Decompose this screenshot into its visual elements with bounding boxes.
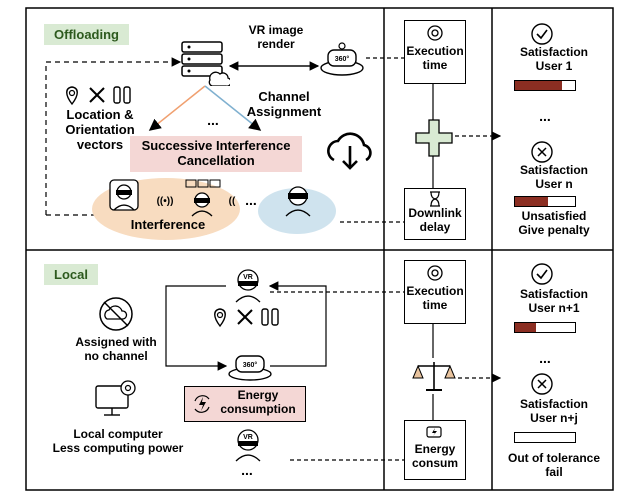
no-cloud-icon	[99, 297, 133, 331]
svg-text:VR: VR	[243, 274, 253, 281]
execution-time-label: Execution time	[406, 284, 464, 312]
energy-icon	[426, 426, 442, 438]
vr-user-icon	[185, 179, 221, 217]
satisfaction-bar-1	[514, 80, 576, 91]
offloading-tag: Offloading	[44, 24, 129, 45]
vr-user-icon: VR	[235, 429, 261, 462]
satisfaction-user-n1: Satisfaction User n+1	[519, 287, 588, 315]
plus-icon	[415, 119, 453, 157]
satisfaction-bar-n1	[514, 322, 576, 333]
check-circle-icon	[531, 23, 553, 45]
channel-assignment-label: Channel Assignment	[246, 89, 322, 119]
assigned-no-channel-label: Assigned with no channel	[75, 335, 157, 363]
unsatisfied-label: Unsatisfied Give penalty	[518, 209, 590, 237]
location-vectors-label: Location & Orientation vectors	[65, 107, 135, 152]
satisfaction-user-n: Satisfaction User n	[519, 163, 588, 191]
gear-icon	[427, 25, 443, 41]
signal-icon: ((•))	[156, 196, 174, 207]
satisfaction-user-nj: Satisfaction User n+j	[519, 397, 588, 425]
ellipsis-users: ...	[245, 192, 257, 208]
downlink-delay-label: Downlink delay	[408, 206, 462, 234]
server-icon	[181, 41, 230, 86]
ellipsis-top: ...	[207, 112, 219, 128]
check-circle-icon	[531, 263, 553, 285]
satisfaction-bar-nj	[514, 432, 576, 443]
gear-icon	[427, 265, 443, 281]
satisfaction-user-1: Satisfaction User 1	[519, 45, 588, 73]
ellipsis-right: ...	[539, 108, 551, 124]
x-circle-icon	[531, 373, 553, 395]
energy-icon	[194, 395, 210, 413]
svg-text:360°: 360°	[243, 361, 258, 369]
out-of-tolerance-label: Out of tolerance fail	[507, 451, 600, 479]
cloud-download-icon	[327, 132, 372, 170]
svg-text:VR: VR	[243, 434, 253, 441]
vr-render-label: VR image render	[248, 23, 304, 51]
energy-consumption-label: Energy consumption	[220, 388, 296, 416]
svg-text:360°: 360°	[335, 55, 350, 63]
vr-user-icon	[285, 186, 311, 217]
x-circle-icon	[531, 141, 553, 163]
ellipsis-right-local: ...	[539, 350, 551, 366]
local-tag: Local	[44, 264, 98, 285]
energy-consum-label: Energy consum	[411, 442, 458, 470]
sic-box: Successive Interference Cancellation	[130, 136, 302, 172]
computer-icon	[95, 380, 136, 416]
location-tools-icon	[66, 86, 131, 106]
interference-label: Interference	[130, 217, 206, 232]
vr-user-icon	[109, 179, 139, 211]
vr-user-icon: VR	[235, 269, 261, 303]
execution-time-label: Execution time	[406, 44, 464, 72]
local-computer-label: Local computer Less computing power	[52, 427, 184, 455]
location-tools-icon	[214, 308, 279, 328]
satisfaction-bar-n	[514, 196, 576, 207]
vr-360-icon: 360°	[228, 355, 272, 381]
signal-icon: ((	[228, 196, 236, 207]
vr-360-icon: 360°	[320, 42, 364, 76]
energy-consumption-box: Energy consumption	[184, 386, 306, 422]
scale-icon	[412, 362, 456, 391]
ellipsis-bottom: ...	[241, 462, 253, 478]
energy-consum-box: Energy consum	[404, 420, 466, 480]
execution-time-box: Execution time	[404, 20, 466, 84]
execution-time-box: Execution time	[404, 260, 466, 324]
downlink-delay-box: Downlink delay	[404, 188, 466, 240]
hourglass-icon	[430, 191, 440, 207]
